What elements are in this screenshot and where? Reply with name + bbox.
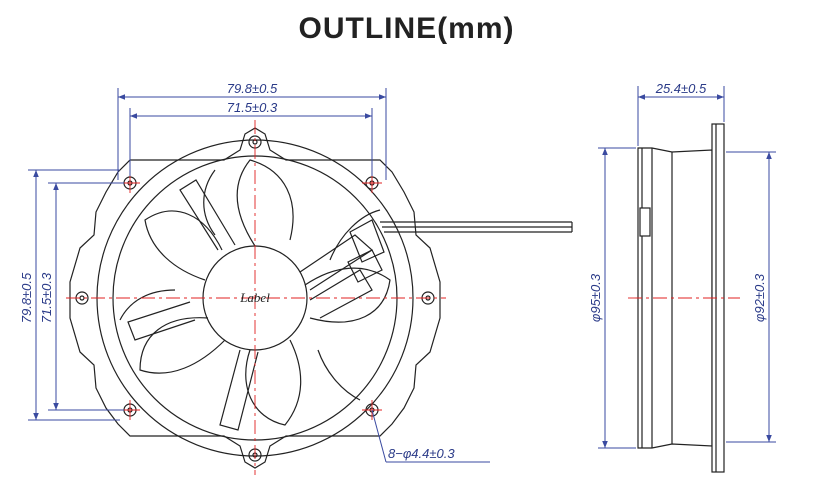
lead-wires — [380, 221, 573, 233]
page-title: OUTLINE(mm) — [298, 12, 515, 45]
dimension-depth: 25.4±0.5 — [637, 81, 725, 146]
dimension-frame-diameter: φ95±0.3 — [588, 147, 636, 449]
fan-frame — [69, 127, 441, 469]
svg-text:79.8±0.5: 79.8±0.5 — [19, 272, 34, 323]
dimension-width-outer: 79.8±0.5 — [117, 81, 387, 180]
front-view: Label 79.8±0.5 71.5±0.3 79.8±0.5 71.5±0.… — [19, 81, 573, 475]
dimension-height-outer: 79.8±0.5 — [19, 169, 120, 421]
svg-text:8−φ4.4±0.3: 8−φ4.4±0.3 — [388, 446, 455, 461]
svg-text:71.5±0.3: 71.5±0.3 — [39, 272, 54, 323]
svg-text:25.4±0.5: 25.4±0.5 — [655, 81, 707, 96]
fan-spokes — [127, 179, 373, 431]
svg-text:φ92±0.3: φ92±0.3 — [752, 273, 767, 322]
side-frame-body — [637, 147, 713, 449]
side-view: 25.4±0.5 φ95±0.3 φ92±0.3 — [588, 81, 776, 473]
svg-text:φ95±0.3: φ95±0.3 — [588, 273, 603, 322]
cable-channel — [309, 219, 385, 319]
dimension-width-inner: 71.5±0.3 — [129, 100, 373, 176]
side-connector-tab — [639, 207, 651, 237]
hub-label: Label — [239, 290, 270, 305]
svg-text:71.5±0.3: 71.5±0.3 — [227, 100, 278, 115]
dimension-height-inner: 71.5±0.3 — [39, 182, 124, 411]
hole-callout: 8−φ4.4±0.3 — [371, 409, 490, 463]
dimension-inner-diameter: φ92±0.3 — [726, 151, 776, 443]
svg-text:79.8±0.5: 79.8±0.5 — [227, 81, 278, 96]
